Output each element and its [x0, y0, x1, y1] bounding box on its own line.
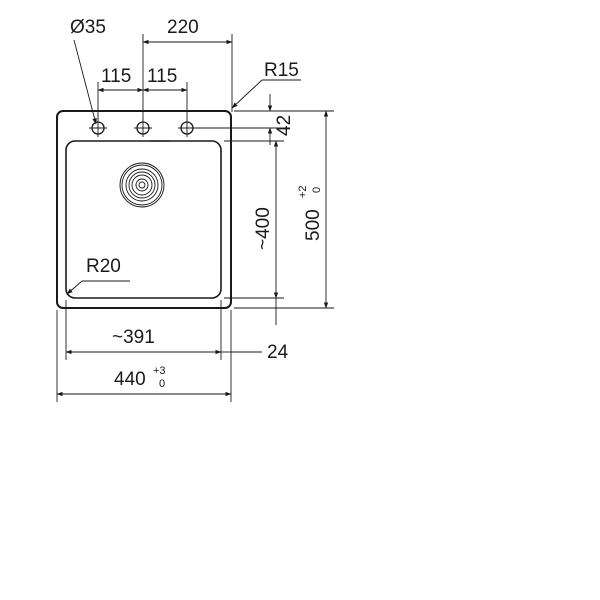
drain-icon: [119, 162, 165, 208]
bowl-outline: [65, 140, 222, 299]
tap-hole-right-icon: [178, 119, 196, 137]
tap-hole-center-icon: [134, 119, 152, 137]
overall-length-label: 500: [303, 209, 324, 241]
tap-spacing-total-label: 220: [167, 17, 199, 38]
tap-hole-left-icon: [89, 119, 107, 137]
overall-width-label: 440: [114, 369, 146, 390]
overall-length-tol-upper: +2: [297, 185, 309, 198]
corner-radius-outer-label: R15: [264, 60, 299, 81]
overall-width-tol-upper: +3: [153, 365, 166, 377]
bowl-length-label: ~400: [253, 207, 274, 250]
tap-spacing-left-label: 115: [101, 66, 131, 87]
bowl-width-label: ~391: [112, 327, 155, 348]
tap-spacing-right-label: 115: [147, 66, 177, 87]
side-offset-label: 24: [267, 342, 289, 363]
overall-width-tol-lower: 0: [159, 378, 165, 390]
bowl-radius-label: R20: [86, 256, 121, 277]
overall-length-tol-lower: 0: [311, 187, 323, 193]
tap-hole-diameter-label: Ø35: [70, 17, 106, 38]
tap-offset-top-label: 42: [274, 115, 295, 136]
